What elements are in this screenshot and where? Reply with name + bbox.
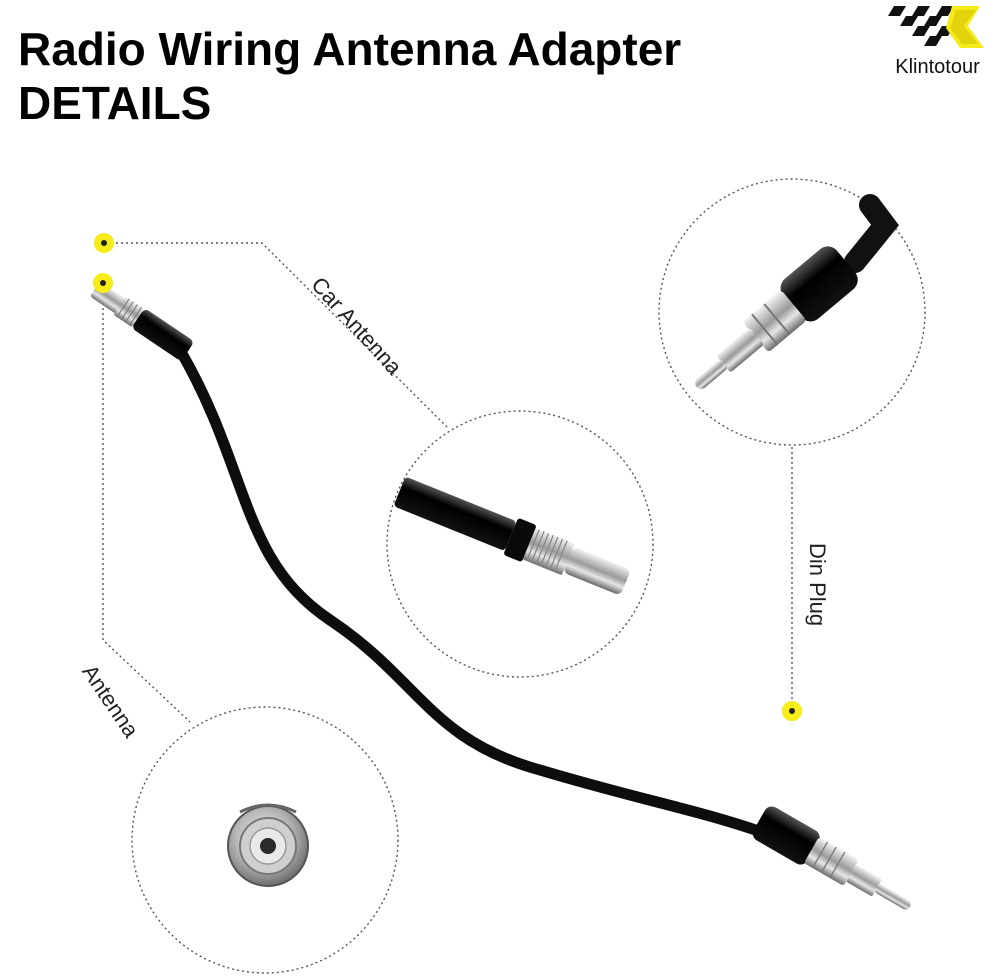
- car-antenna-detail-circle: [386, 410, 654, 678]
- din-plug-connector: [752, 806, 911, 910]
- page-title: Radio Wiring Antenna Adapter DETAILS: [18, 22, 681, 130]
- car-antenna-leader-line: [106, 242, 449, 429]
- title-line-2: DETAILS: [18, 77, 212, 129]
- din-plug-marker: [782, 701, 802, 721]
- marker-dots: [93, 233, 802, 721]
- brand-logo: Klintotour: [880, 4, 995, 84]
- checkered-flag-icon: [888, 6, 984, 48]
- antenna-leader-line: [102, 283, 191, 723]
- antenna-detail-circle: [131, 706, 399, 974]
- antenna-cable: [174, 344, 776, 841]
- car-antenna-marker: [94, 233, 114, 253]
- title-line-1: Radio Wiring Antenna Adapter: [18, 23, 682, 75]
- din-plug-detail-circle: [658, 178, 926, 446]
- din-plug-label: Din Plug: [805, 543, 830, 627]
- antenna-marker: [93, 273, 113, 293]
- brand-name: Klintotour: [895, 56, 980, 78]
